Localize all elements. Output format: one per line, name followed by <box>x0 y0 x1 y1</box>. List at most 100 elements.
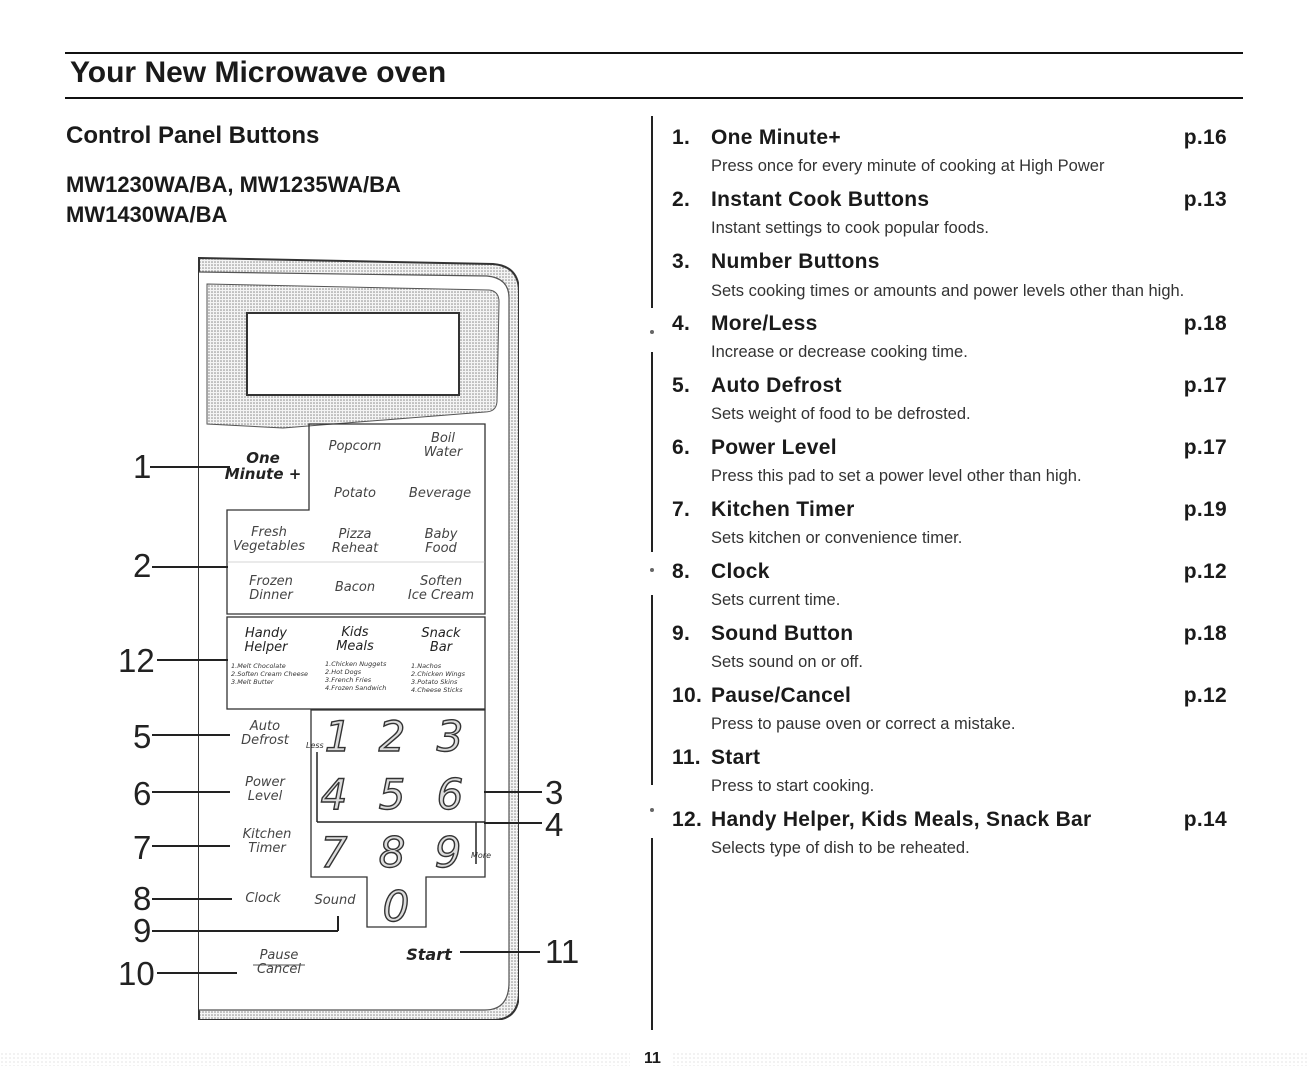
callout-5-leader <box>152 734 230 736</box>
digit-0-button[interactable]: 0 <box>382 881 410 931</box>
callout-1-leader <box>150 466 230 468</box>
list-item-description: Press to start cooking. <box>711 777 875 795</box>
auto-defrost-button[interactable]: Auto Defrost <box>225 720 305 748</box>
scan-artifact <box>672 1052 1308 1066</box>
fresh-vegetables-button[interactable]: Fresh Vegetables <box>229 526 309 554</box>
list-item-page: p.14 <box>1183 808 1227 831</box>
pause-label: Pause <box>259 948 299 963</box>
baby-food-label-line1: Baby <box>424 527 458 542</box>
list-item-page: p.18 <box>1183 622 1227 645</box>
digit-3-button[interactable]: 3 <box>436 711 464 761</box>
digit-2-button[interactable]: 2 <box>378 711 406 761</box>
pizza-reheat-label-line1: Pizza <box>338 527 372 542</box>
pizza-reheat-button[interactable]: Pizza Reheat <box>315 528 395 556</box>
list-item: 2. Instant Cook Buttons p.13 <box>672 188 1227 212</box>
callout-9: 9 <box>133 912 152 949</box>
divider-dot <box>650 808 654 812</box>
list-item-number: 4. <box>672 312 691 335</box>
more-label: More <box>471 851 492 860</box>
callout-12: 12 <box>118 642 155 679</box>
fresh-vegetables-label-line2: Vegetables <box>232 539 306 554</box>
list-item-page: p.19 <box>1183 498 1227 521</box>
callout-12-leader <box>157 659 228 661</box>
callout-7-leader <box>152 845 230 847</box>
digit-1-button[interactable]: 1 <box>324 711 352 761</box>
list-item-label: Clock <box>711 560 770 583</box>
baby-food-button[interactable]: Baby Food <box>401 528 481 556</box>
list-item-description: Instant settings to cook popular foods. <box>711 219 989 237</box>
kids-meals-button[interactable]: Kids Meals 1.Chicken Nuggets 2.Hot Dogs … <box>325 626 405 693</box>
callout-5: 5 <box>133 718 152 755</box>
list-item-description: Press once for every minute of cooking a… <box>711 157 1105 175</box>
start-button[interactable]: Start <box>406 945 452 964</box>
handy-helper-item: 1.Melt Chocolate <box>231 662 286 670</box>
soften-ice-cream-button[interactable]: Soften Ice Cream <box>399 575 483 603</box>
snack-bar-button[interactable]: Snack Bar 1.Nachos 2.Chicken Wings 3.Pot… <box>411 626 483 695</box>
divider-dot <box>650 330 654 334</box>
list-item-page: p.18 <box>1183 312 1227 335</box>
bacon-button[interactable]: Bacon <box>334 580 376 595</box>
list-item-description: Sets cooking times or amounts and power … <box>711 282 1185 300</box>
list-item: 11. Start <box>672 746 1227 770</box>
list-item: 10. Pause/Cancel p.12 <box>672 684 1227 708</box>
callout-4-leader <box>484 822 542 824</box>
cancel-label: Cancel <box>256 962 302 977</box>
list-item-description: Selects type of dish to be reheated. <box>711 839 970 857</box>
digit-7-button[interactable]: 7 <box>320 827 348 877</box>
clock-button[interactable]: Clock <box>245 891 281 906</box>
handy-helper-button[interactable]: Handy Helper 1.Melt Chocolate 2.Soften C… <box>231 626 311 687</box>
boil-water-button[interactable]: Boil Water <box>403 432 483 460</box>
callout-8-leader <box>152 898 232 900</box>
list-item-label: Sound Button <box>711 622 854 645</box>
digit-4-button[interactable]: 4 <box>320 769 348 819</box>
callout-3-leader <box>484 791 542 793</box>
power-level-button[interactable]: Power Level <box>225 776 305 804</box>
snack-bar-item: 2.Chicken Wings <box>411 670 466 678</box>
digit-8-button[interactable]: 8 <box>378 827 406 877</box>
sound-button[interactable]: Sound <box>314 893 356 908</box>
auto-defrost-label-line1: Auto <box>249 719 281 734</box>
list-item-label: Start <box>711 746 761 769</box>
list-item: 12. Handy Helper, Kids Meals, Snack Bar … <box>672 808 1227 832</box>
list-item-page: p.13 <box>1183 188 1227 211</box>
one-minute-button[interactable]: One Minute + <box>223 450 303 482</box>
list-item-label: More/Less <box>711 312 818 335</box>
control-panel-illustration: One Minute + Popcorn Boil Water Potato B… <box>193 252 520 1021</box>
callout-7: 7 <box>133 829 152 866</box>
top-rule <box>65 52 1243 54</box>
digit-9-button[interactable]: 9 <box>434 827 462 877</box>
digit-5-button[interactable]: 5 <box>378 769 406 819</box>
pause-cancel-button[interactable]: Pause Cancel <box>239 949 319 977</box>
digit-6-button[interactable]: 6 <box>436 769 464 819</box>
kids-meals-item: 3.French Fries <box>325 676 372 684</box>
column-divider <box>651 595 653 785</box>
callout-9-leader-riser <box>337 916 339 931</box>
snack-bar-item: 4.Cheese Sticks <box>411 686 463 694</box>
list-item-page: p.12 <box>1183 684 1227 707</box>
callout-9-leader <box>152 930 338 932</box>
beverage-button[interactable]: Beverage <box>408 486 472 501</box>
list-item-number: 5. <box>672 374 691 397</box>
list-item-label: Handy Helper, Kids Meals, Snack Bar <box>711 808 1092 831</box>
snack-bar-label-line1: Snack <box>421 626 461 641</box>
callout-8: 8 <box>133 880 152 917</box>
handy-helper-label-line1: Handy <box>245 626 287 641</box>
potato-button[interactable]: Potato <box>334 486 376 501</box>
popcorn-button[interactable]: Popcorn <box>328 439 382 454</box>
callout-2-leader <box>152 566 228 568</box>
snack-bar-label-line2: Bar <box>429 640 453 655</box>
page-title: Your New Microwave oven <box>70 56 447 89</box>
list-item-label: Power Level <box>711 436 837 459</box>
list-item-number: 7. <box>672 498 691 521</box>
one-minute-label-line1: One <box>246 449 280 467</box>
list-item-page: p.17 <box>1183 436 1227 459</box>
kids-meals-item: 1.Chicken Nuggets <box>325 660 387 668</box>
column-divider <box>651 116 653 308</box>
soften-ice-cream-label-line2: Ice Cream <box>407 588 475 603</box>
snack-bar-item: 3.Potato Skins <box>411 678 458 686</box>
list-item-page: p.16 <box>1183 126 1227 149</box>
column-divider <box>651 838 653 1030</box>
kitchen-timer-button[interactable]: Kitchen Timer <box>227 828 307 856</box>
frozen-dinner-button[interactable]: Frozen Dinner <box>231 575 311 603</box>
list-item: 7. Kitchen Timer p.19 <box>672 498 1227 522</box>
